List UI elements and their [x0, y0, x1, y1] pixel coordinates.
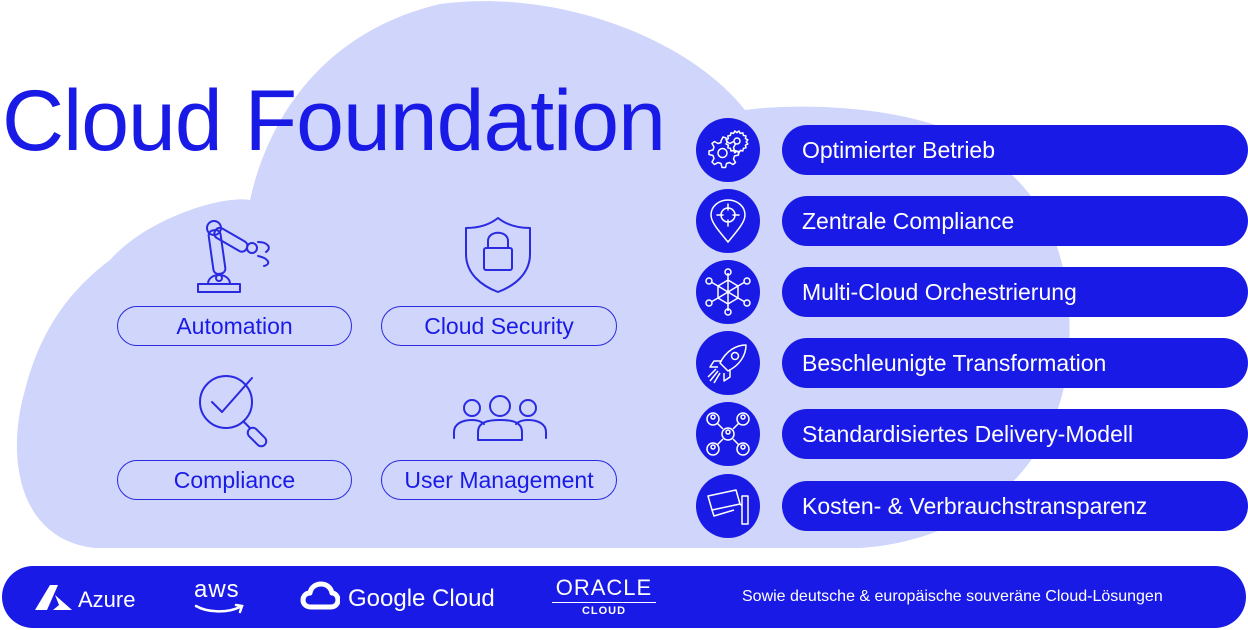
magnifier-check-icon — [196, 370, 276, 450]
benefit-row[interactable]: Multi-Cloud Orchestrierung — [696, 260, 1248, 324]
oracle-label: ORACLE — [555, 575, 653, 600]
footer-note: Sowie deutsche & europäische souveräne C… — [742, 588, 1163, 605]
benefit-pill: Zentrale Compliance — [782, 196, 1248, 246]
feature-automation[interactable]: Automation — [117, 306, 352, 346]
aws-smile-icon — [194, 602, 246, 620]
benefit-label: Multi-Cloud Orchestrierung — [802, 278, 1077, 305]
robot-arm-icon — [192, 218, 276, 296]
shield-lock-icon — [462, 214, 534, 296]
benefit-row[interactable]: Optimierter Betrieb — [696, 118, 1248, 182]
rocket-icon — [696, 331, 760, 395]
provider-footer: Azure aws Google Cloud ORACLE CLOUD Sowi… — [2, 566, 1246, 628]
feature-cloud-security[interactable]: Cloud Security — [381, 306, 617, 346]
feature-label: Automation — [176, 312, 293, 339]
benefit-pill: Optimierter Betrieb — [782, 125, 1248, 175]
gears-icon — [696, 118, 760, 182]
benefit-label: Zentrale Compliance — [802, 207, 1015, 234]
oracle-sub-label: CLOUD — [581, 605, 627, 617]
benefit-label: Standardisiertes Delivery-Modell — [802, 420, 1134, 447]
security-camera-icon — [696, 474, 760, 538]
provider-aws[interactable]: aws — [194, 578, 246, 620]
network-hub-icon — [696, 260, 760, 324]
benefit-pill: Standardisiertes Delivery-Modell — [782, 409, 1248, 459]
oracle-divider — [552, 602, 656, 603]
benefit-row[interactable]: Kosten- & Verbrauchstransparenz — [696, 474, 1248, 538]
page-title: Cloud Foundation — [2, 73, 666, 169]
benefit-label: Beschleunigte Transformation — [802, 349, 1107, 376]
provider-oracle-cloud[interactable]: ORACLE CLOUD — [552, 576, 656, 617]
azure-label: Azure — [78, 586, 136, 612]
google-cloud-logo-icon — [300, 581, 341, 616]
feature-compliance[interactable]: Compliance — [117, 460, 352, 500]
provider-google-cloud[interactable]: Google Cloud — [300, 581, 495, 616]
location-target-icon — [696, 189, 760, 253]
people-network-icon — [696, 402, 760, 466]
aws-label: aws — [194, 576, 240, 603]
google-cloud-label: Google Cloud — [348, 584, 495, 612]
azure-logo-icon — [34, 583, 74, 616]
benefit-row[interactable]: Zentrale Compliance — [696, 189, 1248, 253]
benefit-label: Kosten- & Verbrauchstransparenz — [802, 492, 1148, 519]
feature-user-management[interactable]: User Management — [381, 460, 617, 500]
benefit-row[interactable]: Standardisiertes Delivery-Modell — [696, 402, 1248, 466]
provider-azure[interactable]: Azure — [34, 583, 135, 616]
feature-label: Cloud Security — [424, 312, 574, 339]
benefit-label: Optimierter Betrieb — [802, 136, 996, 163]
benefit-row[interactable]: Beschleunigte Transformation — [696, 331, 1248, 395]
benefit-pill: Beschleunigte Transformation — [782, 338, 1248, 388]
feature-label: Compliance — [173, 466, 296, 493]
feature-label: User Management — [404, 466, 594, 493]
benefit-pill: Multi-Cloud Orchestrierung — [782, 267, 1248, 317]
benefit-pill: Kosten- & Verbrauchstransparenz — [782, 481, 1248, 531]
user-group-icon — [452, 394, 548, 442]
